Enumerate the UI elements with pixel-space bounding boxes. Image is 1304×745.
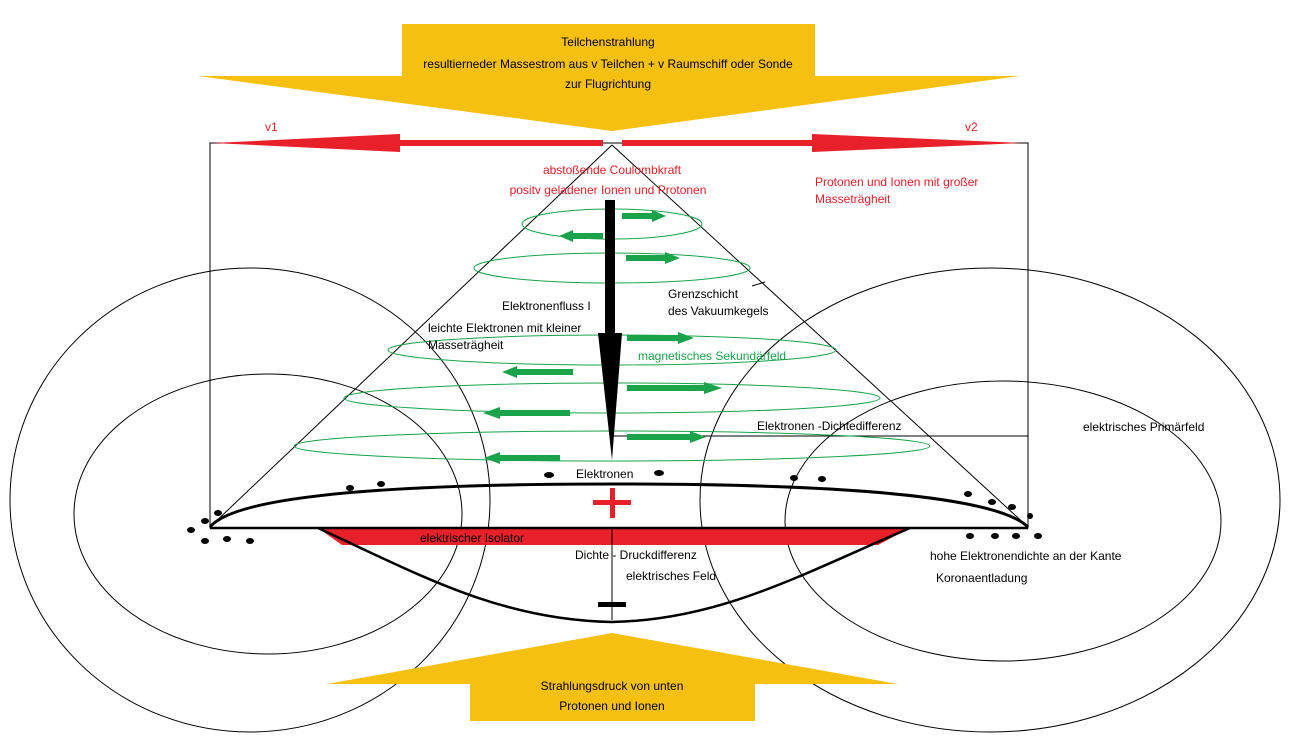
v1-arrow — [212, 134, 603, 152]
radiation-pressure-arrow — [327, 633, 898, 721]
electron-dot — [246, 538, 254, 544]
bottom-arrow-subtitle: Protonen und Ionen — [559, 699, 664, 713]
magnetic-secondary-field-label: magnetisches Sekundärfeld — [638, 349, 786, 363]
velocity-arrows — [212, 134, 1022, 152]
density-difference-label: Elektronen -Dichtedifferenz — [757, 419, 902, 433]
boundary-leader-line — [751, 281, 766, 287]
electron-dot — [1008, 504, 1016, 510]
green-arrow-right — [627, 382, 722, 394]
vacuum-cone — [209, 144, 1029, 528]
green-arrow-left — [483, 407, 570, 419]
inertia-label-1: Protonen und Ionen mit großer — [815, 175, 978, 189]
electron-dot — [1012, 533, 1020, 539]
bottom-arrow-title: Strahlungsdruck von unten — [541, 679, 684, 693]
labels: Teilchenstrahlung resultierneder Massest… — [265, 35, 1204, 713]
v2-label: v2 — [965, 120, 978, 134]
right-inner-field-loop — [784, 380, 1222, 662]
hull-top-curve — [208, 482, 1030, 529]
green-arrow-right — [626, 252, 680, 264]
edge-density-label: hohe Elektronendichte an der Kante — [930, 549, 1122, 563]
electron-dot — [988, 499, 996, 505]
electron-dot — [790, 475, 798, 481]
charge-symbols — [593, 488, 631, 607]
primary-field-label: elektrisches Primärfeld — [1083, 420, 1204, 434]
green-arrow-left — [559, 230, 603, 242]
electron-flow-shaft — [605, 200, 615, 333]
electron-dot — [991, 533, 999, 539]
electron-flow-arrow — [598, 200, 622, 460]
light-electrons-label: leichte Elektronen mit kleiner — [428, 321, 581, 335]
electric-field-label: elektrisches Feld — [626, 569, 716, 583]
particle-radiation-arrow — [198, 24, 1020, 131]
electron-dot — [187, 527, 195, 533]
green-arrow-right — [627, 431, 706, 443]
cone-left-edge — [209, 144, 613, 528]
electron-dot — [377, 481, 385, 487]
plus-vertical — [610, 488, 615, 518]
left-outer-field-loop — [9, 267, 491, 733]
electron-dot — [964, 491, 972, 497]
magnetic-arrows — [483, 210, 722, 464]
electron-dot — [654, 470, 664, 476]
vacuum-cone-label: des Vakuumkegels — [668, 304, 769, 318]
inertia-label-2: Masseträgheit — [815, 192, 891, 206]
pressure-difference-label: Dichte - Druckdifferenz — [575, 548, 697, 562]
electron-flow-label: Elektronenfluss I — [502, 299, 591, 313]
electron-flow-spike — [598, 333, 622, 460]
top-arrow-note: zur Flugrichtung — [565, 77, 651, 91]
v2-arrow — [622, 134, 1022, 152]
green-arrow-left — [502, 366, 573, 378]
low-inertia-label: Masseträgheit — [428, 338, 504, 352]
isolator-label: elektrischer Isolator — [420, 531, 524, 545]
top-arrow-subtitle: resultierneder Massestrom aus v Teilchen… — [423, 57, 793, 71]
cone-right-edge — [611, 144, 1029, 528]
electron-dot — [544, 472, 554, 478]
electron-dots — [187, 470, 1042, 544]
electrons-label: Elektronen — [576, 467, 633, 481]
electron-dot — [966, 533, 974, 539]
green-arrow-left — [484, 452, 560, 464]
top-arrow-title: Teilchenstrahlung — [561, 35, 654, 49]
boundary-layer-label: Grenzschicht — [668, 287, 739, 301]
electric-primary-field-loops — [9, 267, 1281, 733]
corona-discharge-label: Koronaentladung — [936, 571, 1027, 585]
right-outer-field-loop — [699, 267, 1281, 733]
green-arrow-right — [622, 210, 666, 222]
minus-sign — [598, 602, 626, 607]
electron-dot — [1027, 513, 1033, 519]
electron-dot — [201, 518, 209, 524]
electron-dot — [818, 476, 826, 482]
isolator-bar — [318, 528, 910, 545]
electron-dot — [223, 536, 231, 542]
electron-dot — [1034, 533, 1042, 539]
hull-bottom-curve — [317, 526, 911, 624]
electron-dot — [201, 538, 209, 544]
green-arrow-right — [627, 332, 694, 344]
left-inner-field-loop — [73, 373, 463, 655]
coulomb-label-1: abstoßende Coulombkraft — [543, 163, 682, 177]
electron-dot — [214, 510, 222, 516]
v1-label: v1 — [265, 120, 278, 134]
coulomb-label-2: positv geladener Ionen und Protonen — [510, 183, 707, 197]
electron-dot — [346, 485, 354, 491]
